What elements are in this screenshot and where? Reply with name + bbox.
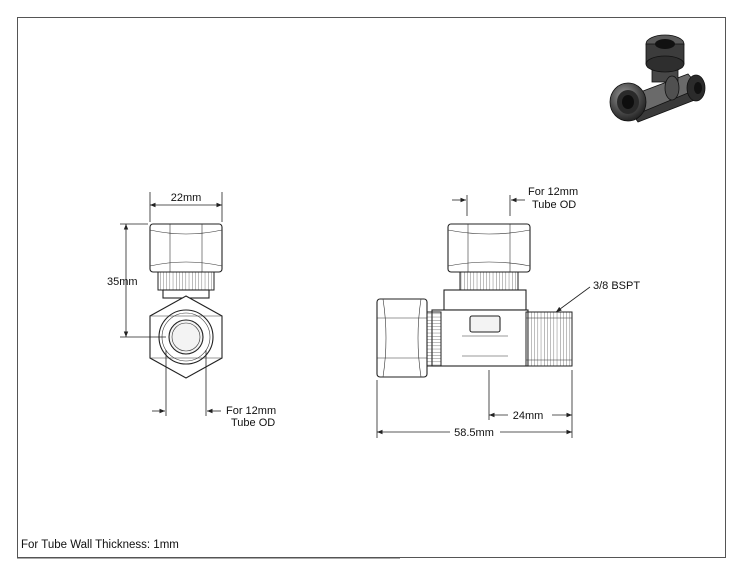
short-dimension: 24mm: [513, 410, 544, 422]
front-view: 22mm 35mm For 12mm Tube OD: [107, 192, 276, 429]
side-top-thread: [459, 271, 519, 291]
side-view: For 12mm Tube OD 3/8 BSPT 24mm 58.5mm: [376, 186, 640, 439]
overall-dimension: 58.5mm: [454, 427, 494, 439]
side-tube-od-label-2: Tube OD: [532, 199, 576, 211]
wall-thickness-note: For Tube Wall Thickness: 1mm: [21, 539, 179, 551]
side-bspt-thread: [525, 311, 573, 367]
side-tube-od-label-1: For 12mm: [528, 186, 578, 198]
drawing-frame: [17, 17, 726, 558]
front-tube-od-label-1: For 12mm: [226, 405, 276, 417]
front-tube-od-label-2: Tube OD: [231, 417, 275, 429]
bspt-label: 3/8 BSPT: [593, 280, 640, 292]
front-thread: [157, 271, 215, 291]
tee-fitting-3d-icon: [609, 34, 706, 123]
front-nut: [149, 223, 223, 273]
front-bore: [168, 319, 204, 355]
side-top-nut: [447, 223, 531, 273]
width-dimension: 22mm: [171, 192, 202, 204]
height-dimension: 35mm: [107, 276, 138, 288]
bspt-leader: [555, 286, 591, 313]
